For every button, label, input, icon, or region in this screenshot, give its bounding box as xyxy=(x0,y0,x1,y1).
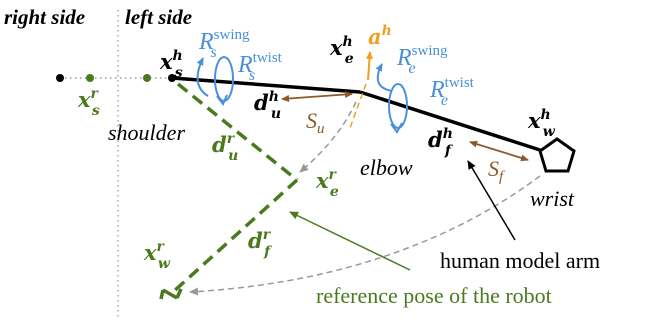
wrist-label: wrist xyxy=(530,186,575,211)
robot-forearm xyxy=(171,178,299,294)
shoulder-twist-loop xyxy=(214,56,234,102)
upper-arm-length-arrow xyxy=(281,91,353,102)
upper-arm-length-label: Su xyxy=(306,108,325,137)
forearm-length-label: Sf xyxy=(488,156,505,185)
robot-shoulder-joint xyxy=(143,74,151,82)
human-arm-pointer xyxy=(467,160,516,241)
elbow-twist-loop xyxy=(388,83,408,129)
robot-upper-arm xyxy=(176,82,299,182)
wrist-pentagon xyxy=(538,137,576,173)
elbow-label: elbow xyxy=(360,155,413,180)
elbow-axis-line xyxy=(349,83,367,129)
elbow-mapping-arrow xyxy=(299,101,357,173)
right-shoulder-point xyxy=(56,74,64,82)
shoulder-label: shoulder xyxy=(108,120,185,145)
forearm-length-arrow xyxy=(469,140,529,162)
human-model-arm-caption: human model arm xyxy=(440,248,600,273)
reference-pose-caption: reference pose of the robot xyxy=(316,283,552,308)
reference-pose-pointer xyxy=(289,211,411,271)
elbow-twist-arrowhead xyxy=(390,122,403,134)
shoulder-twist-arrowhead xyxy=(216,94,228,106)
elbow-axis-label: ah xyxy=(368,23,392,49)
left-side-label: left side xyxy=(125,5,192,29)
elbow-swing-arrow xyxy=(375,63,393,92)
elbow-axis-arrow xyxy=(366,51,373,81)
human-upper-arm xyxy=(171,76,361,94)
robot-right-joint xyxy=(86,74,94,82)
right-side-label: right side xyxy=(4,5,85,29)
robot-gripper xyxy=(159,288,183,300)
shoulder-swing-arrow xyxy=(196,57,209,97)
